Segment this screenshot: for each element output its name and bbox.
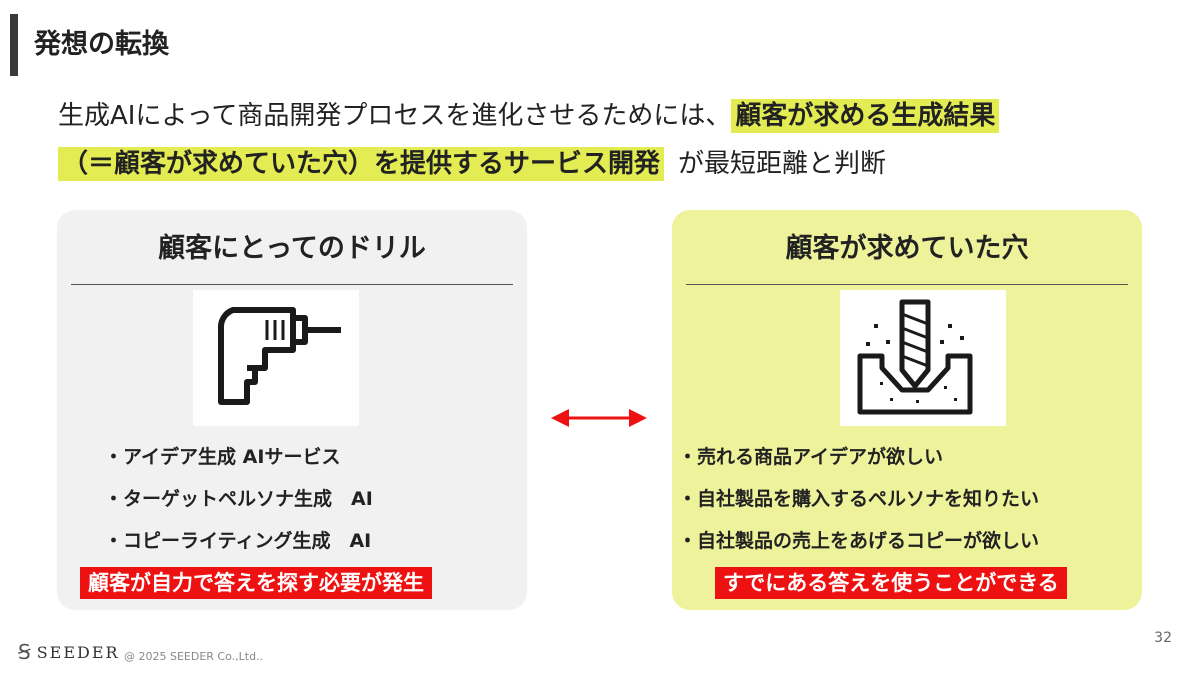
right-bullet-2: ・自社製品を購入するペルソナを知りたい xyxy=(678,488,1040,510)
left-callout: 顧客が自力で答えを探す必要が発生 xyxy=(80,567,432,599)
drill-icon-box xyxy=(193,290,359,426)
seeder-logo-text: SEEDER xyxy=(36,642,120,662)
lead-line1-text: 生成AIによって商品開発プロセスを進化させるためには、 xyxy=(58,101,732,131)
double-arrow-icon xyxy=(551,409,647,427)
left-bullet-1: ・アイデア生成 AIサービス xyxy=(104,446,341,468)
right-bullet-3: ・自社製品の売上をあげるコピーが欲しい xyxy=(678,530,1040,552)
drill-icon xyxy=(218,307,341,405)
left-panel-divider xyxy=(71,284,513,285)
left-bullet-2: ・ターゲットペルソナ生成 AI xyxy=(104,488,373,510)
right-callout: すでにある答えを使うことができる xyxy=(715,567,1067,599)
lead-highlight-1: 顧客が求める生成結果 xyxy=(731,99,1000,133)
left-panel-title: 顧客にとってのドリル xyxy=(158,233,426,264)
right-panel-divider xyxy=(686,284,1128,285)
lead-highlight-2: （＝顧客が求めていた穴）を提供するサービス開発 xyxy=(58,147,665,181)
left-bullet-3: ・コピーライティング生成 AI xyxy=(104,530,372,552)
page-number: 32 xyxy=(1154,630,1172,646)
right-panel: 顧客が求めていた穴 xyxy=(672,210,1142,610)
hole-icon-box xyxy=(840,290,1006,426)
copyright-text: @ 2025 SEEDER Co.,Ltd.. xyxy=(124,650,264,663)
right-bullet-1: ・売れる商品アイデアが欲しい xyxy=(678,446,944,468)
left-panel: 顧客にとってのドリル ・アイデア生成 AIサービス ・ターゲットペルソナ生成 A… xyxy=(57,210,527,610)
seeder-logo: Ꞩ SEEDER xyxy=(18,640,120,664)
title-accent-bar xyxy=(10,14,18,76)
drilled-hole-icon xyxy=(857,299,973,415)
slide-title: 発想の転換 xyxy=(34,29,169,60)
seeder-logo-mark: Ꞩ xyxy=(18,640,31,664)
lead-text: 生成AIによって商品開発プロセスを進化させるためには、顧客が求める生成結果 （＝… xyxy=(58,92,1158,188)
lead-line2-text: が最短距離と判断 xyxy=(678,149,887,179)
right-panel-title: 顧客が求めていた穴 xyxy=(785,233,1029,264)
